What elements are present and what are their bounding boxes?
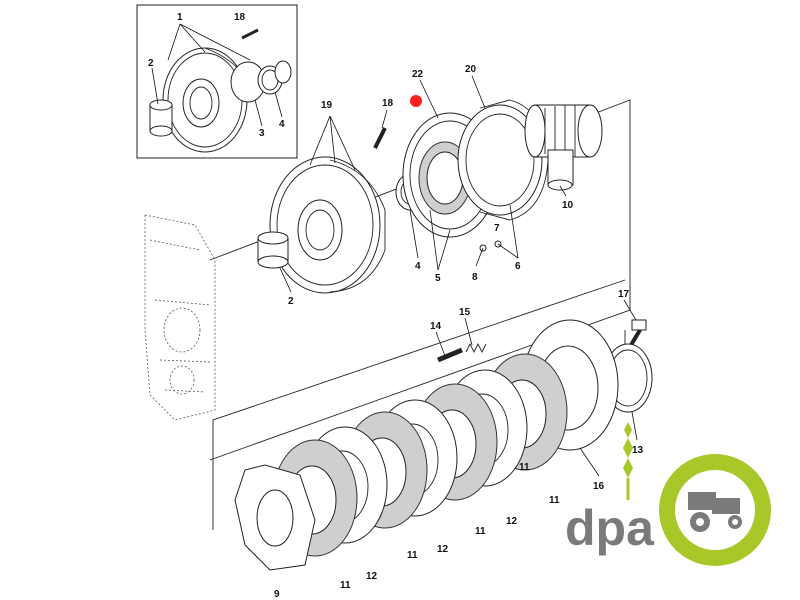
callout-11-e: 11 xyxy=(519,462,530,473)
spring-15 xyxy=(465,342,487,354)
logo-text: dpa xyxy=(565,500,655,556)
callout-2: 2 xyxy=(288,296,294,307)
callout-18: 18 xyxy=(382,98,394,109)
clutch-housing-20 xyxy=(457,99,549,221)
callout-labels: 1 18 2 3 4 19 18 22 20 10 7 6 8 4 5 2 17… xyxy=(148,12,644,600)
highlight-marker xyxy=(410,95,422,107)
callout-15: 15 xyxy=(459,307,471,318)
callout-9: 9 xyxy=(274,589,280,600)
tractor-icon xyxy=(659,454,771,566)
callout-22: 22 xyxy=(412,69,424,80)
pin-18 xyxy=(373,127,387,149)
callout-20: 20 xyxy=(465,64,477,75)
end-plate-9 xyxy=(234,464,316,571)
callout-3-inset: 3 xyxy=(259,128,265,139)
callout-11-a: 11 xyxy=(549,495,560,506)
callout-11-b: 11 xyxy=(475,526,486,537)
callout-7: 7 xyxy=(494,223,500,234)
bushing-2 xyxy=(257,231,289,269)
callout-4: 4 xyxy=(415,261,421,272)
callout-6: 6 xyxy=(515,261,521,272)
callout-16: 16 xyxy=(593,481,605,492)
callout-12-a: 12 xyxy=(506,516,518,527)
callout-1: 1 xyxy=(177,12,183,23)
callout-19: 19 xyxy=(321,100,333,111)
splined-shaft-10 xyxy=(524,104,603,191)
callout-12-b: 12 xyxy=(437,544,449,555)
pin-14 xyxy=(437,347,463,363)
clutch-disc-stack xyxy=(272,353,568,557)
callout-4-inset: 4 xyxy=(279,119,285,130)
leader-lines xyxy=(151,23,638,477)
callout-5: 5 xyxy=(435,273,441,284)
housing-outline xyxy=(144,214,216,421)
dpa-logo: dpa xyxy=(565,422,771,566)
callout-11-c: 11 xyxy=(407,550,418,561)
callout-12-c: 12 xyxy=(366,571,378,582)
callout-8: 8 xyxy=(472,272,478,283)
wheat-icon xyxy=(623,422,633,500)
large-gear-19 xyxy=(269,156,386,294)
callout-13: 13 xyxy=(632,445,644,456)
callout-14: 14 xyxy=(430,321,442,332)
callout-18-inset: 18 xyxy=(234,12,246,23)
callout-10: 10 xyxy=(562,200,574,211)
callout-17: 17 xyxy=(618,289,630,300)
callout-11-d: 11 xyxy=(340,580,351,591)
callout-2-inset: 2 xyxy=(148,58,154,69)
inset-detail-box xyxy=(136,4,298,159)
